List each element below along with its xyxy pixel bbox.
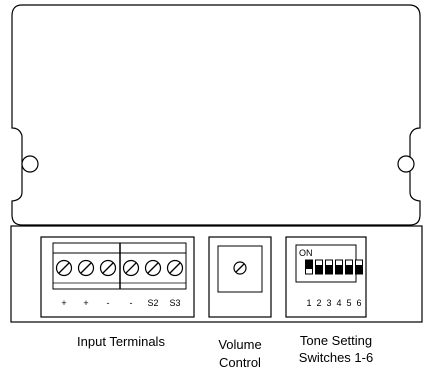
dip-switch-2[interactable]	[315, 259, 323, 275]
terminals-caption: Input Terminals	[77, 334, 165, 349]
terminal-mark-1: +	[61, 298, 66, 308]
tone-switch-block: ON 1 2 3 4 5 6	[285, 236, 367, 318]
volume-knob[interactable]	[233, 261, 247, 275]
terminal-mark-4: -	[130, 298, 133, 308]
terminal-screw-1[interactable]	[55, 259, 73, 277]
switch-on-label: ON	[299, 248, 313, 258]
switch-number-5: 5	[346, 298, 351, 308]
terminal-mark-2: +	[83, 298, 88, 308]
terminal-screw-6[interactable]	[166, 259, 184, 277]
terminal-screw-2[interactable]	[77, 259, 95, 277]
dip-switch-5[interactable]	[345, 259, 353, 275]
switch-number-6: 6	[356, 298, 361, 308]
switch-number-1: 1	[306, 298, 311, 308]
mounting-hole-right	[397, 155, 415, 173]
switches-caption-line1: Tone Setting	[300, 333, 372, 348]
dip-switch-6[interactable]	[355, 259, 363, 275]
terminal-screw-5[interactable]	[144, 259, 162, 277]
terminal-mark-5: S2	[147, 298, 158, 308]
terminal-block: + + - - S2 S3	[40, 236, 195, 318]
switch-number-2: 2	[316, 298, 321, 308]
terminal-mark-6: S3	[169, 298, 180, 308]
dip-switch-1[interactable]	[305, 259, 313, 275]
dip-switch-3[interactable]	[325, 259, 333, 275]
switch-number-3: 3	[326, 298, 331, 308]
switch-number-4: 4	[336, 298, 341, 308]
terminal-mark-3: -	[107, 298, 110, 308]
terminal-screw-4[interactable]	[122, 259, 140, 277]
volume-control	[208, 236, 272, 318]
enclosure-outline	[11, 4, 421, 226]
volume-caption-line2: Control	[219, 355, 261, 370]
dip-switch-4[interactable]	[335, 259, 343, 275]
switches-caption-line2: Switches 1-6	[299, 350, 373, 365]
volume-caption-line1: Volume	[218, 337, 261, 352]
terminal-screw-3[interactable]	[99, 259, 117, 277]
mounting-hole-left	[21, 155, 39, 173]
